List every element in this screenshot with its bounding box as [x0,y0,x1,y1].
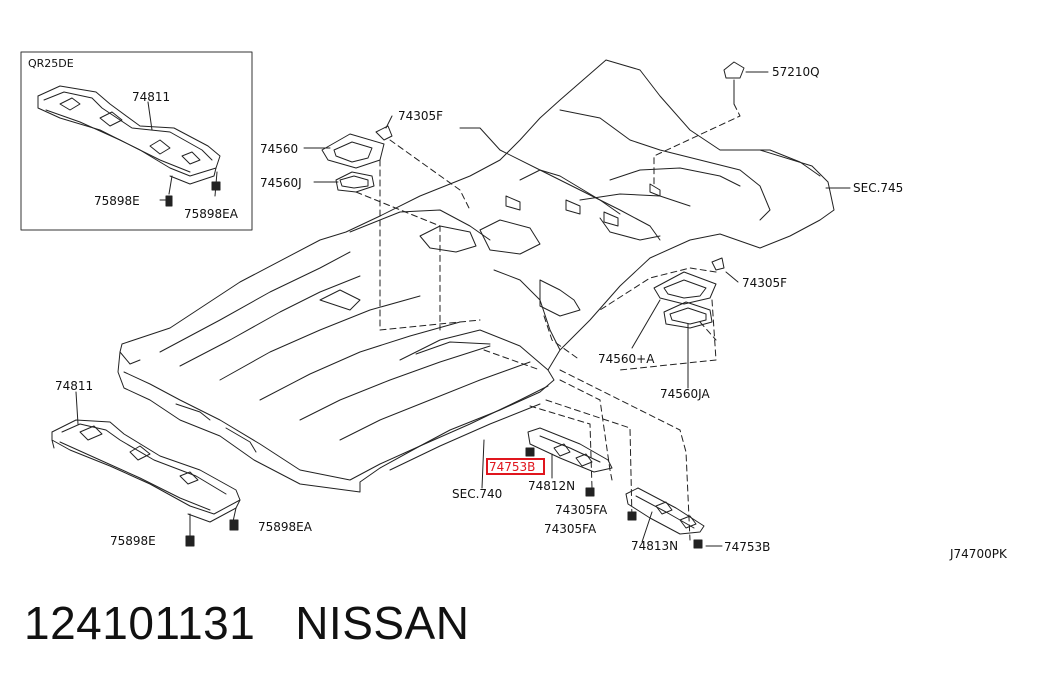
label-75898ea: 75898EA [258,520,313,534]
label-57210q: 57210Q [772,65,820,79]
label-74813n: 74813N [631,539,678,553]
label-74753b-highlight: 74753B [489,460,535,474]
label-74305fa-b: 74305FA [544,522,597,536]
label-74560a: 74560+A [598,352,655,366]
inset-title: QR25DE [28,57,74,70]
label-75898e-inset: 75898E [94,194,140,208]
pan-74560 [321,133,385,193]
leader-lines [303,71,851,547]
label-74753b: 74753B [724,540,770,554]
highlight-box [486,458,545,475]
label-74560: 74560 [260,142,298,156]
fasteners [525,447,703,549]
label-75898ea-inset: 75898EA [184,207,239,221]
label-74560j: 74560J [260,176,302,190]
inset-bolts [165,181,221,207]
label-74305f-right: 74305F [742,276,787,290]
inset-undercover-74811 [37,85,221,201]
dashed-leaders [355,103,741,541]
pan-74560a [653,257,725,329]
clip-74305f-top [375,125,393,141]
bracket-74812n [527,427,613,473]
bolt-57210q [723,61,745,105]
diagram-code: J74700PK [949,547,1008,561]
undercover-bolts [185,519,239,547]
label-74811-inset: 74811 [132,90,170,104]
footer-caption: 124101131 NISSAN [24,596,469,650]
undercover-74811 [51,391,241,541]
part-number: 124101131 [24,597,256,649]
brand-name: NISSAN [295,597,470,649]
label-75898e: 75898E [110,534,156,548]
label-74811: 74811 [55,379,93,393]
label-74560ja: 74560JA [660,387,711,401]
label-74812n: 74812N [528,479,575,493]
bracket-74813n [625,487,705,535]
label-74305fa-a: 74305FA [555,503,608,517]
inset-frame [20,51,253,231]
floor-panel [117,59,835,493]
label-sec740: SEC.740 [452,487,502,501]
label-74305f-top: 74305F [398,109,443,123]
label-sec745: SEC.745 [853,181,903,195]
